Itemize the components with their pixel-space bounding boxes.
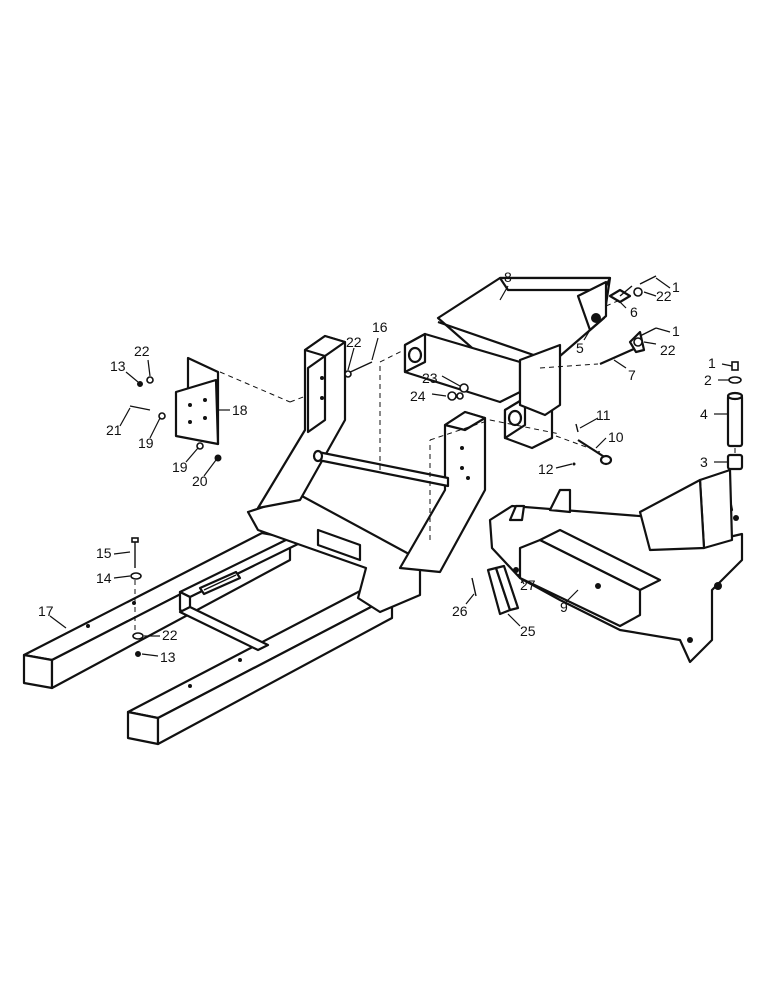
callout-2: 2 — [704, 372, 712, 388]
callout-22: 22 — [656, 288, 672, 304]
callout-1: 1 — [708, 355, 716, 371]
callout-15: 15 — [96, 545, 112, 561]
callout-4: 4 — [700, 406, 708, 422]
callout-9: 9 — [560, 599, 568, 615]
callout-19: 19 — [138, 435, 154, 451]
callout-26: 26 — [452, 603, 468, 619]
lower-arm-assembly — [488, 468, 744, 664]
upper-arm-assembly — [403, 276, 612, 450]
callout-16: 16 — [372, 319, 388, 335]
callout-21: 21 — [106, 422, 122, 438]
callout-6: 6 — [630, 304, 638, 320]
callout-27: 27 — [520, 577, 536, 593]
callout-23: 23 — [422, 370, 438, 386]
mounting-plate — [174, 356, 220, 446]
callout-25: 25 — [520, 623, 536, 639]
callout-17: 17 — [38, 603, 54, 619]
callout-10: 10 — [608, 429, 624, 445]
callout-22: 22 — [660, 342, 676, 358]
callout-8: 8 — [504, 269, 512, 285]
callout-24: 24 — [410, 388, 426, 404]
callout-19: 19 — [172, 459, 188, 475]
main-frame — [22, 334, 487, 746]
leader-lines — [49, 277, 733, 657]
callout-5: 5 — [576, 340, 584, 356]
callout-22: 22 — [162, 627, 178, 643]
callout-1: 1 — [672, 323, 680, 339]
assembly-lines — [134, 299, 736, 630]
callout-1: 1 — [672, 279, 680, 295]
callout-14: 14 — [96, 570, 112, 586]
callout-7: 7 — [628, 367, 636, 383]
callout-11: 11 — [596, 407, 611, 423]
callout-22: 22 — [346, 334, 362, 350]
callout-22: 22 — [134, 343, 150, 359]
hardware — [129, 275, 744, 657]
callout-labels: 1 22 6 1 22 5 7 8 1 2 4 3 16 22 22 13 18… — [38, 269, 716, 665]
callout-18: 18 — [232, 402, 248, 418]
callout-12: 12 — [538, 461, 554, 477]
callout-20: 20 — [192, 473, 208, 489]
callout-3: 3 — [700, 454, 708, 470]
callout-13: 13 — [160, 649, 176, 665]
callout-13: 13 — [110, 358, 126, 374]
